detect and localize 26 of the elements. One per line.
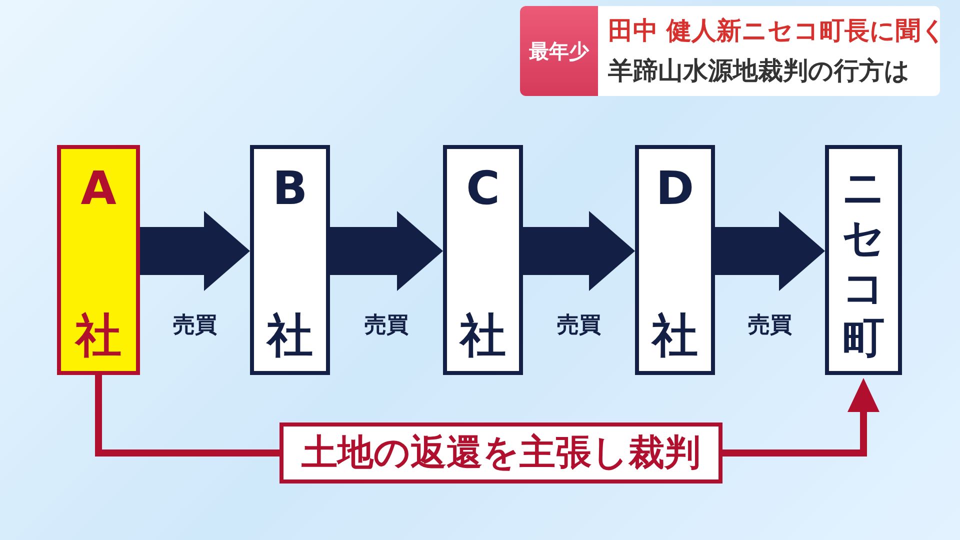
box-label: C bbox=[466, 163, 500, 214]
company-box bbox=[443, 145, 523, 375]
arrow bbox=[330, 211, 443, 291]
town-box bbox=[825, 145, 902, 375]
headline: 田中 健人新ニセコ町長に聞く bbox=[608, 15, 947, 47]
box-label: 社 bbox=[460, 310, 506, 361]
box-label: ニセコ町 bbox=[842, 163, 886, 363]
edge-label-box: 土地の返還を主張し裁判 bbox=[280, 422, 722, 484]
edge-label: 売買 bbox=[557, 312, 601, 340]
edge-label: 売買 bbox=[748, 312, 792, 340]
badge: 最年少 bbox=[520, 6, 598, 96]
edge-label: 売買 bbox=[173, 312, 217, 340]
edge-label: 売買 bbox=[364, 312, 408, 340]
box-label: A bbox=[80, 163, 116, 214]
company-box bbox=[250, 145, 330, 375]
box-label: B bbox=[272, 163, 308, 214]
arrow bbox=[140, 211, 250, 291]
arrow bbox=[523, 211, 635, 291]
box-label: 社 bbox=[267, 310, 313, 361]
box-label: 社 bbox=[652, 310, 698, 361]
subheadline: 羊蹄山水源地裁判の行方は bbox=[608, 55, 910, 87]
box-label: D bbox=[656, 163, 694, 214]
company-box bbox=[635, 145, 715, 375]
box-label: 社 bbox=[76, 310, 122, 361]
company-box bbox=[57, 145, 140, 375]
arrow bbox=[715, 211, 825, 291]
